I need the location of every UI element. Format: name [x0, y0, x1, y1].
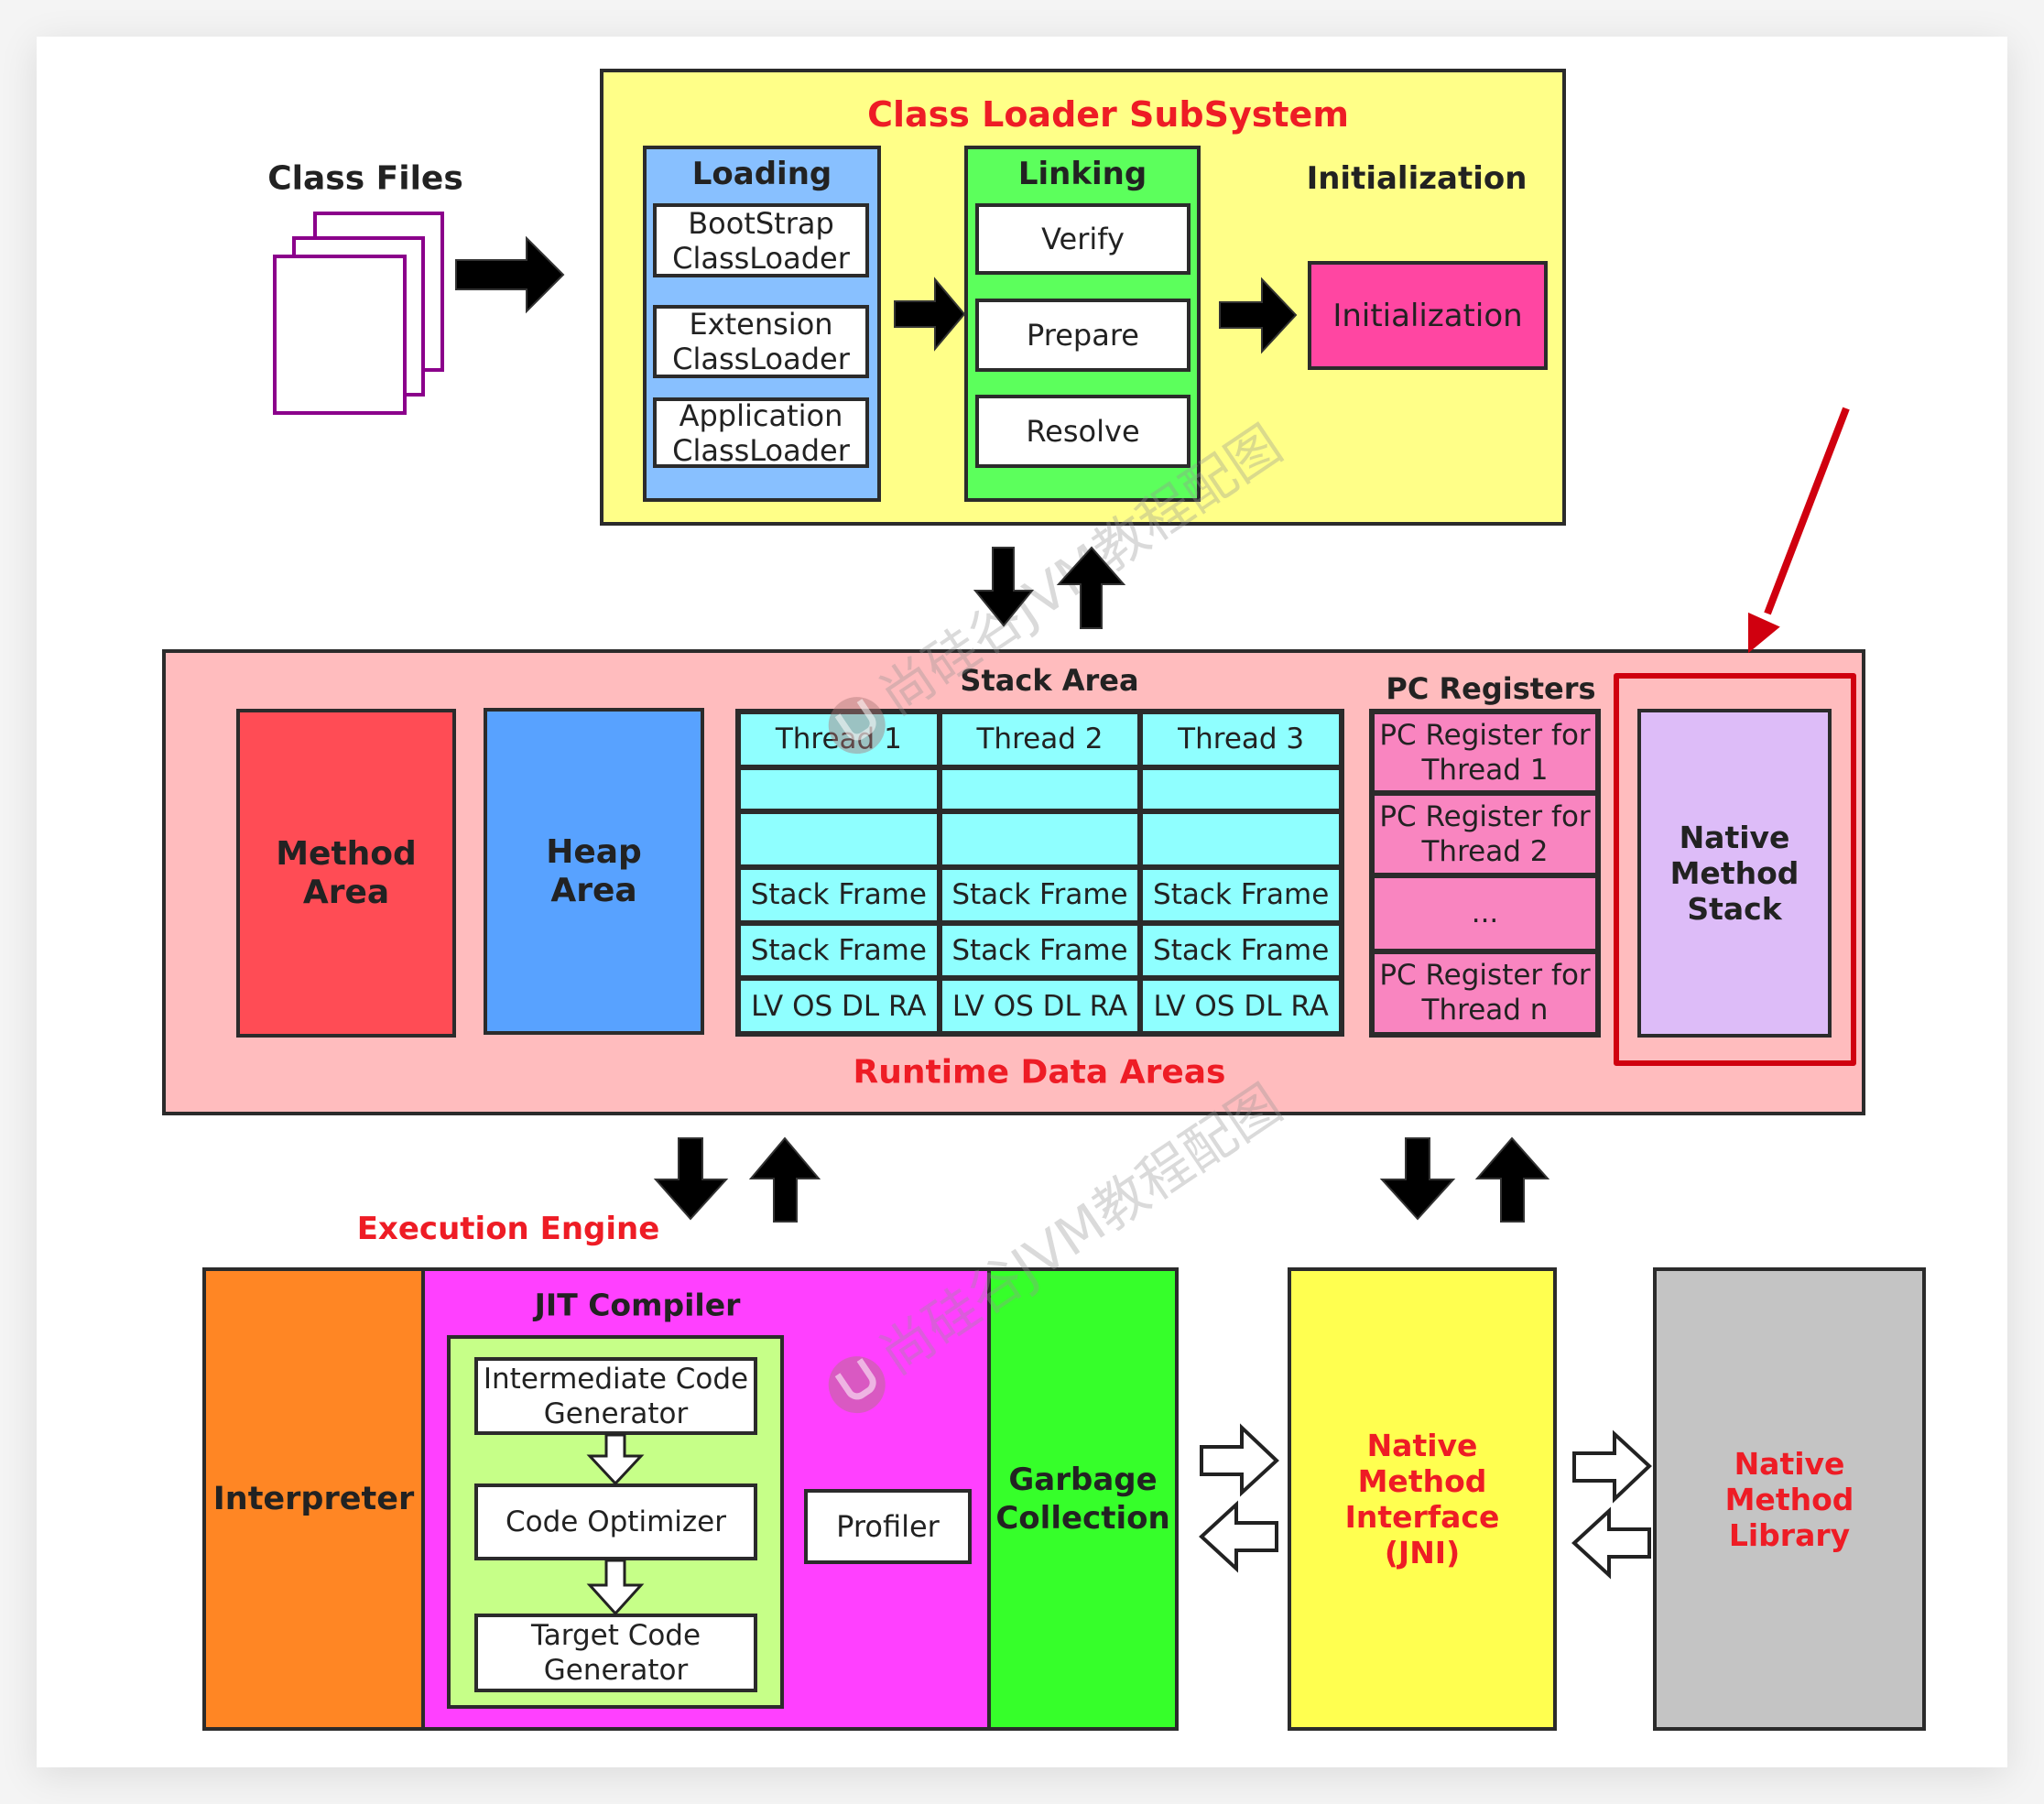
frame-contents: LV OS DL RA [1140, 978, 1342, 1034]
heap-area: Heap Area [484, 708, 704, 1035]
stack-thread-header: Thread 3 [1140, 712, 1342, 767]
stack-cell [939, 766, 1141, 812]
bootstrap-classloader: BootStrap ClassLoader [653, 203, 869, 277]
garbage-collection: Garbage Collection [987, 1267, 1179, 1731]
resolve-step: Resolve [975, 395, 1191, 468]
loading-label: Loading [691, 156, 832, 192]
class-file-page-front [273, 255, 407, 415]
target-code-generator: Target Code Generator [474, 1614, 757, 1692]
stack-area-grid: Thread 1 Thread 2 Thread 3 Stack Frame S… [735, 709, 1344, 1037]
native-method-stack: Native Method Stack [1637, 709, 1832, 1038]
intermediate-code-generator: Intermediate Code Generator [474, 1357, 757, 1435]
jit-compiler-label: JIT Compiler [534, 1287, 741, 1323]
profiler: Profiler [804, 1489, 972, 1564]
native-method-interface: Native Method Interface (JNI) [1288, 1267, 1557, 1731]
pc-register-ellipsis: ... [1372, 875, 1598, 951]
class-files-label: Class Files [267, 159, 463, 198]
runtime-data-areas-title: Runtime Data Areas [853, 1053, 1226, 1092]
execution-engine-title: Execution Engine [356, 1211, 660, 1247]
method-area: Method Area [236, 709, 456, 1038]
pc-register: PC Register for Thread n [1372, 951, 1598, 1035]
stack-area-label: Stack Area [960, 663, 1139, 698]
stack-cell [939, 811, 1141, 867]
verify-step: Verify [975, 203, 1191, 275]
initialization-heading: Initialization [1306, 160, 1528, 197]
stack-cell [738, 766, 940, 812]
extension-classloader: Extension ClassLoader [653, 305, 869, 378]
prepare-step: Prepare [975, 299, 1191, 372]
application-classloader: Application ClassLoader [653, 397, 869, 468]
native-method-library: Native Method Library [1653, 1267, 1926, 1731]
pc-registers: PC Register for Thread 1 PC Register for… [1369, 709, 1601, 1038]
stack-cell [1140, 766, 1342, 812]
stack-frame: Stack Frame [738, 922, 940, 979]
stack-frame: Stack Frame [939, 922, 1141, 979]
native-method-stack-highlight [1614, 673, 1856, 1066]
stack-cell [738, 811, 940, 867]
code-optimizer: Code Optimizer [474, 1483, 757, 1560]
frame-contents: LV OS DL RA [939, 978, 1141, 1034]
initialization-step: Initialization [1308, 261, 1548, 370]
linking-label: Linking [1017, 156, 1147, 192]
pc-register: PC Register for Thread 2 [1372, 793, 1598, 875]
interpreter: Interpreter [202, 1267, 425, 1731]
stack-cell [1140, 811, 1342, 867]
frame-contents: LV OS DL RA [738, 978, 940, 1034]
stack-frame: Stack Frame [1140, 866, 1342, 923]
stack-frame: Stack Frame [1140, 922, 1342, 979]
pc-register: PC Register for Thread 1 [1372, 712, 1598, 794]
stack-frame: Stack Frame [738, 866, 940, 923]
pc-registers-label: PC Registers [1386, 671, 1596, 706]
stack-frame: Stack Frame [939, 866, 1141, 923]
class-loader-title: Class Loader SubSystem [867, 94, 1349, 135]
stack-thread-header: Thread 2 [939, 712, 1141, 767]
